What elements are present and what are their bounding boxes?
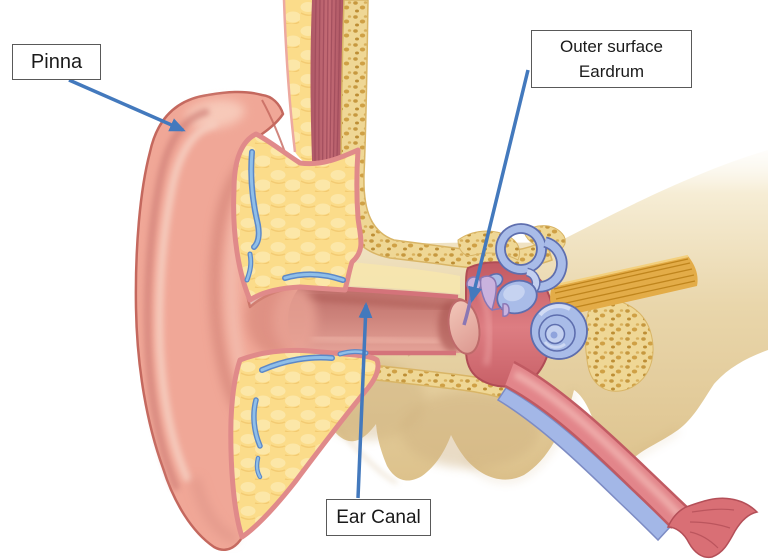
annotation-arrows xyxy=(68,69,530,499)
tube-flared-end xyxy=(666,497,759,559)
eustachian-tube-shape xyxy=(496,360,759,559)
inner-ear-labyrinth xyxy=(484,223,588,360)
outer-surface-eardrum-label: Outer surface Eardrum xyxy=(531,30,692,88)
outer-surface-label-line1: Outer surface xyxy=(560,36,663,56)
outer-surface-label-line2: Eardrum xyxy=(578,62,645,81)
upper-ear-cartilage-fat xyxy=(231,131,364,303)
eardrum-shape xyxy=(447,299,481,355)
ear-lobe-fat xyxy=(228,347,381,540)
tube-cartilage-layer xyxy=(496,387,672,542)
pinna-label-text: Pinna xyxy=(30,50,83,73)
posterior-canal xyxy=(531,238,566,291)
ear-canal-label-text: Ear Canal xyxy=(336,506,421,528)
ear-canal-shape xyxy=(273,283,471,356)
scalp-skin-line xyxy=(282,0,297,153)
pinna-label: Pinna xyxy=(12,44,101,80)
blood-vessels-upper xyxy=(244,149,346,283)
superior-canal xyxy=(495,223,547,275)
auditory-nerve-shape xyxy=(550,254,698,318)
outer-surface-eardrum-arrow xyxy=(468,69,530,303)
cochlea xyxy=(530,302,588,360)
pinna-arrow xyxy=(68,78,186,132)
ear-canal-label: Ear Canal xyxy=(326,499,431,536)
bone-spongy-patch-cochlea xyxy=(584,299,654,392)
stapes xyxy=(491,303,510,317)
bone-cortex-canal-roof xyxy=(350,262,460,294)
ear-canal-arrow xyxy=(356,302,373,499)
